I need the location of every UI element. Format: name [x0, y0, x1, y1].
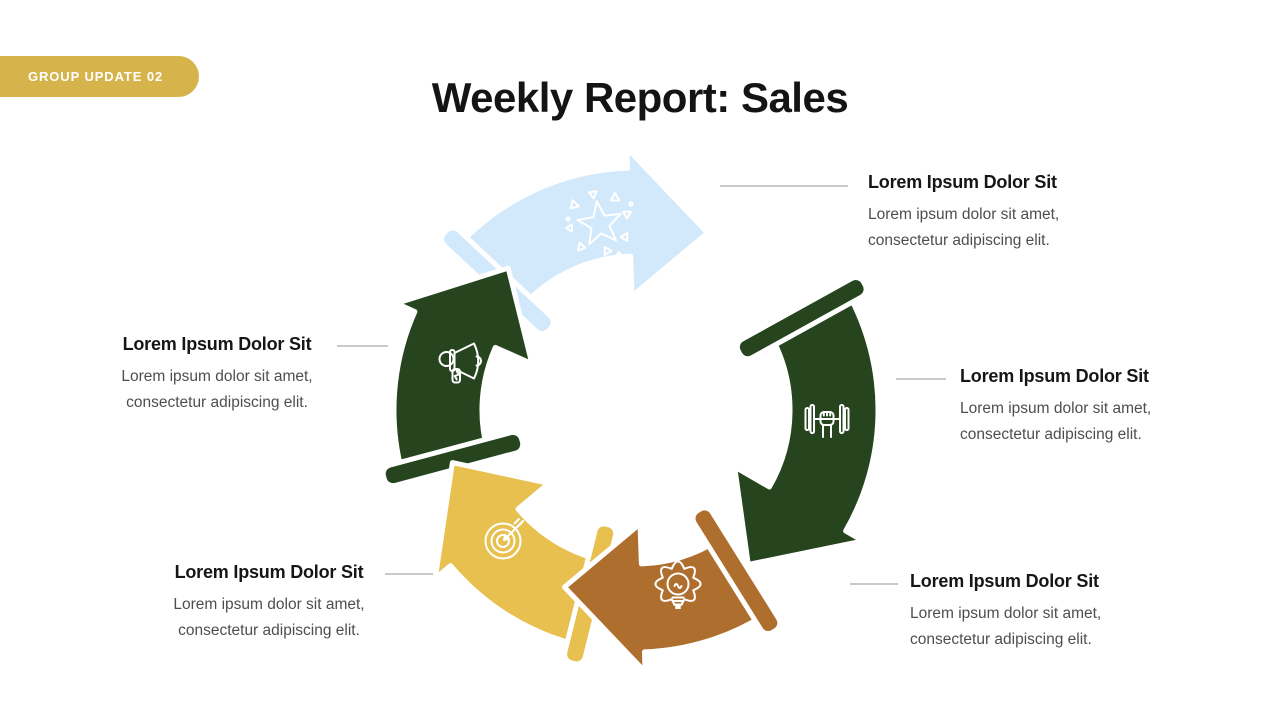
megaphone-icon [438, 342, 482, 384]
slide-tag-badge: GROUP UPDATE 02 [0, 56, 200, 97]
callout-body: Lorem ipsum dolor sit amet, consectetur … [960, 400, 1152, 444]
callout-body: Lorem ipsum dolor sit amet, consectetur … [910, 605, 1102, 649]
callout-left: Lorem Ipsum Dolor Sit Lorem ipsum dolor … [108, 334, 326, 416]
callout-heading: Lorem Ipsum Dolor Sit [174, 562, 364, 582]
callout-connector-line [850, 583, 898, 585]
callout-body: Lorem ipsum dolor sit amet, consectetur … [121, 368, 313, 412]
target-arrow-icon [484, 518, 525, 560]
callout-heading: Lorem Ipsum Dolor Sit [122, 334, 312, 354]
cycle-arrow-step-3 [562, 505, 783, 675]
callout-body: Lorem ipsum dolor sit amet, consectetur … [868, 206, 1060, 250]
cycle-arrow-step-2 [732, 275, 881, 567]
callout-connector-line [896, 378, 946, 380]
star-sparkle-icon [565, 190, 634, 257]
callout-heading: Lorem Ipsum Dolor Sit [960, 366, 1149, 386]
lightbulb-icon [654, 560, 702, 609]
dumbbell-icon [804, 404, 850, 438]
callout-connector-line [720, 185, 848, 187]
callout-right: Lorem Ipsum Dolor Sit Lorem ipsum dolor … [960, 366, 1210, 448]
callout-bottom-right: Lorem Ipsum Dolor Sit Lorem ipsum dolor … [910, 571, 1160, 653]
callout-connector-line [385, 573, 433, 575]
callout-heading: Lorem Ipsum Dolor Sit [868, 172, 1057, 192]
slide-tag-label: GROUP UPDATE 02 [28, 69, 164, 84]
cycle-arrow-step-5 [380, 265, 535, 489]
callout-bottom-left: Lorem Ipsum Dolor Sit Lorem ipsum dolor … [160, 562, 378, 644]
callout-body: Lorem ipsum dolor sit amet, consectetur … [173, 596, 365, 640]
callout-top-right: Lorem Ipsum Dolor Sit Lorem ipsum dolor … [868, 172, 1118, 254]
callout-connector-line [337, 345, 388, 347]
slide-title: Weekly Report: Sales [431, 74, 849, 122]
callout-heading: Lorem Ipsum Dolor Sit [910, 571, 1099, 591]
